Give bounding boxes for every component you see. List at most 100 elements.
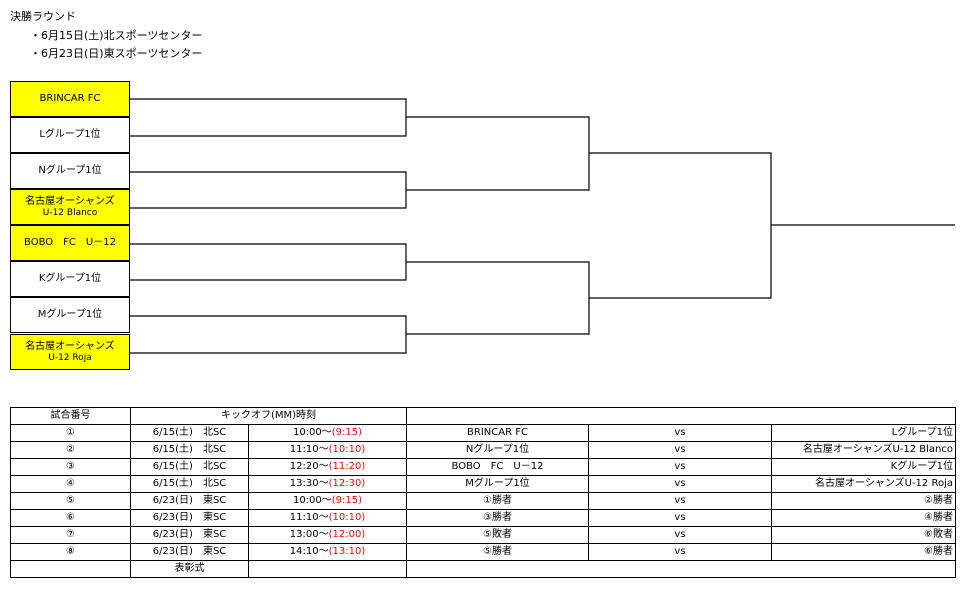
match-time: 11:10～(10:10) (248, 509, 407, 527)
ceremony-detail-cell (406, 560, 956, 578)
kickoff-time: 13:30～ (289, 478, 329, 489)
team-8-name: 名古屋オーシャンズ (25, 340, 115, 352)
match-date: 6/23(日) 東SC (130, 543, 249, 561)
away-team: 名古屋オーシャンズU-12 Roja (771, 475, 956, 493)
ceremony-row: 表彰式 (10, 560, 956, 578)
mm-time: (12:30) (328, 478, 366, 489)
page-title: 決勝ラウンド (10, 10, 76, 23)
match-date: 6/15(土) 北SC (130, 424, 249, 442)
team-8-subname: U-12 Roja (48, 352, 92, 363)
vs-label: vs (588, 441, 772, 459)
home-team: BOBO FC U－12 (406, 458, 589, 476)
match-no: ⑦ (10, 526, 131, 544)
away-team: ④勝者 (771, 509, 956, 527)
vs-label: vs (588, 526, 772, 544)
away-team: ⑥敗者 (771, 526, 956, 544)
kickoff-time: 14:10～ (289, 546, 329, 557)
team-3-name: Nグループ1位 (38, 165, 102, 176)
match-no: ① (10, 424, 131, 442)
away-team: ⑥勝者 (771, 543, 956, 561)
mm-time: (10:10) (328, 512, 366, 523)
team-7-name: Mグループ1位 (37, 309, 103, 320)
bracket-team-5: BOBO FC U－12 (10, 225, 130, 261)
home-team: ③勝者 (406, 509, 589, 527)
match-date: 6/15(土) 北SC (130, 458, 249, 476)
match-no: ⑧ (10, 543, 131, 561)
match-no: ③ (10, 458, 131, 476)
home-team: BRINCAR FC (406, 424, 589, 442)
away-team: 名古屋オーシャンズU-12 Blanco (771, 441, 956, 459)
mm-time: (11:20) (328, 461, 366, 472)
mm-time: (13:10) (328, 546, 366, 557)
kickoff-time: 10:00～ (292, 427, 332, 438)
match-time: 11:10～(10:10) (248, 441, 407, 459)
vs-label: vs (588, 424, 772, 442)
away-team: ②勝者 (771, 492, 956, 510)
match-no: ⑤ (10, 492, 131, 510)
bracket-lines (130, 98, 955, 354)
team-4-name: 名古屋オーシャンズ (25, 195, 115, 207)
kickoff-time: 12:20～ (289, 461, 329, 472)
match-date: 6/23(日) 東SC (130, 492, 249, 510)
bracket-team-4: 名古屋オーシャンズ U-12 Blanco (10, 189, 130, 225)
team-4-subname: U-12 Blanco (42, 207, 98, 218)
match-no: ⑥ (10, 509, 131, 527)
team-1-name: BRINCAR FC (39, 93, 101, 104)
header-kickoff: キックオフ(MM)時刻 (130, 407, 407, 425)
team-2-name: Lグループ1位 (39, 129, 101, 140)
vs-label: vs (588, 543, 772, 561)
bracket-connector-match-6 (406, 261, 590, 335)
away-team: Lグループ1位 (771, 424, 956, 442)
vs-label: vs (588, 509, 772, 527)
match-date: 6/23(日) 東SC (130, 509, 249, 527)
vs-label: vs (588, 475, 772, 493)
bracket-team-8: 名古屋オーシャンズ U-12 Roja (10, 334, 130, 370)
ceremony-time-cell (248, 560, 407, 578)
ceremony-empty-cell (10, 560, 131, 578)
mm-time: (10:10) (328, 444, 366, 455)
match-time: 10:00～(9:15) (248, 424, 407, 442)
bracket-connector-match-1 (130, 98, 407, 137)
bracket-connector-match-5 (406, 116, 590, 191)
bracket-team-7: Mグループ1位 (10, 297, 130, 333)
match-date: 6/23(日) 東SC (130, 526, 249, 544)
bracket-connector-match-4 (130, 315, 407, 354)
bracket-connector-final (589, 152, 772, 299)
kickoff-time: 11:10～ (289, 512, 329, 523)
bracket-team-6: Kグループ1位 (10, 261, 130, 297)
match-date: 6/15(土) 北SC (130, 441, 249, 459)
schedule-header-row: 試合番号 キックオフ(MM)時刻 (10, 407, 956, 425)
header-empty (406, 407, 956, 425)
match-time: 14:10～(13:10) (248, 543, 407, 561)
kickoff-time: 11:10～ (289, 444, 329, 455)
match-time: 13:00～(12:00) (248, 526, 407, 544)
bracket-team-2: Lグループ1位 (10, 117, 130, 153)
kickoff-time: 10:00～ (292, 495, 332, 506)
match-no: ② (10, 441, 131, 459)
bracket-team-1: BRINCAR FC (10, 81, 130, 117)
mm-time: (12:00) (328, 529, 366, 540)
match-no: ④ (10, 475, 131, 493)
home-team: Nグループ1位 (406, 441, 589, 459)
ceremony-label: 表彰式 (130, 560, 249, 578)
venue-line-2: ・6月23日(日)東スポーツセンター (30, 47, 203, 60)
home-team: ⑤勝者 (406, 543, 589, 561)
kickoff-time: 13:00～ (289, 529, 329, 540)
home-team: ⑤敗者 (406, 526, 589, 544)
mm-time: (9:15) (331, 427, 363, 438)
mm-time: (9:15) (331, 495, 363, 506)
match-time: 12:20～(11:20) (248, 458, 407, 476)
venue-line-1: ・6月15日(土)北スポーツセンター (30, 29, 203, 42)
bracket-team-3: Nグループ1位 (10, 153, 130, 189)
bracket-connector-match-2 (130, 171, 407, 209)
away-team: Kグループ1位 (771, 458, 956, 476)
